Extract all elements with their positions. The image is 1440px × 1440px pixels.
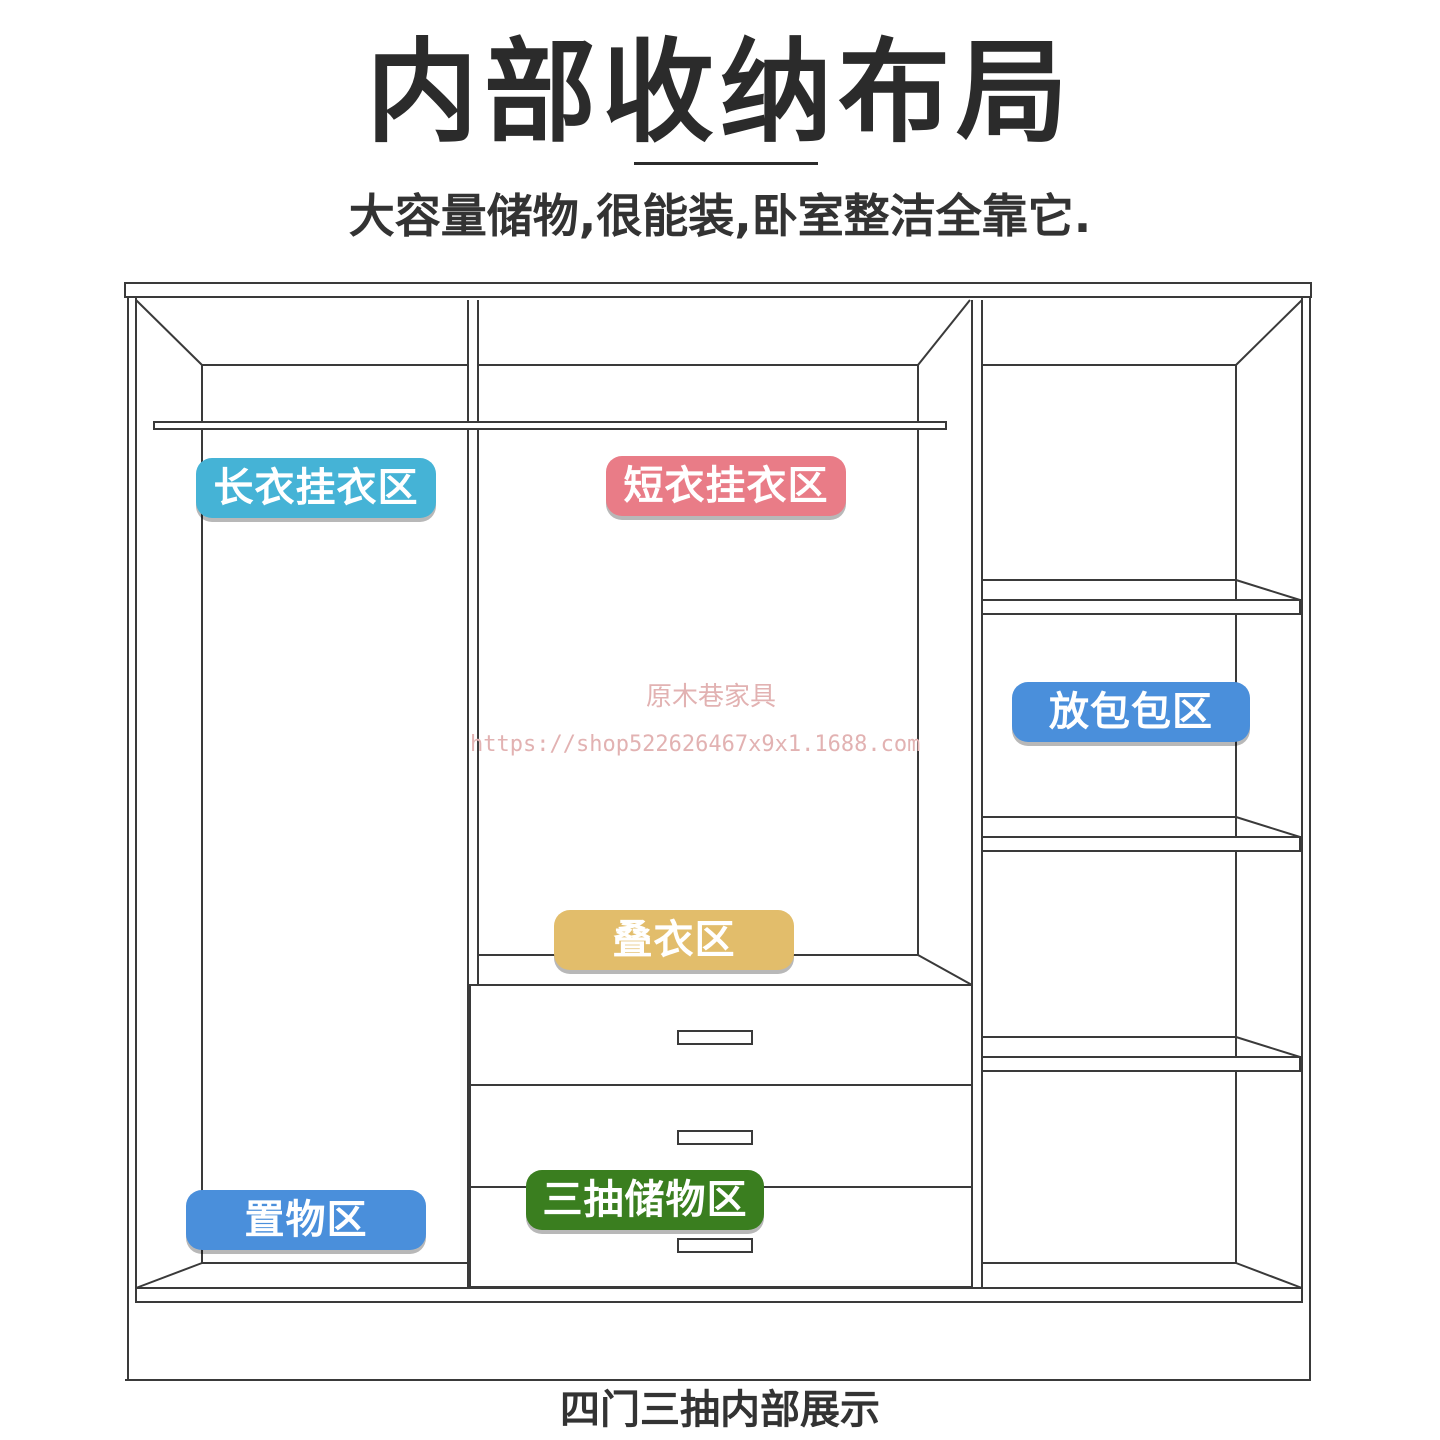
- watermark-url: https://shop522626467x9x1.1688.com: [470, 732, 921, 757]
- drawer-handle-2: [677, 1130, 753, 1145]
- hanging-rod: [153, 421, 947, 430]
- figure-caption: 四门三抽内部展示: [560, 1387, 880, 1433]
- title-underline: [634, 162, 818, 165]
- zone-tag-long-hanging: 长衣挂衣区: [196, 458, 436, 518]
- bottom-board: [135, 1287, 1303, 1303]
- shelf-2: [981, 816, 1301, 852]
- shelf-3: [981, 1036, 1301, 1072]
- zone-tag-folding: 叠衣区: [554, 910, 794, 970]
- shelf-1: [981, 579, 1301, 615]
- zone-tag-storage: 置物区: [186, 1190, 426, 1250]
- top-board: [124, 282, 1312, 298]
- drawer-handle-3: [677, 1238, 753, 1253]
- page-title: 内部收纳布局: [366, 28, 1074, 158]
- zone-tag-short-hanging: 短衣挂衣区: [606, 456, 846, 516]
- zone-tag-bags: 放包包区: [1012, 682, 1250, 742]
- drawer-handle-1: [677, 1030, 753, 1045]
- zone-tag-drawers: 三抽储物区: [526, 1170, 764, 1230]
- watermark-brand: 原木巷家具: [646, 682, 777, 712]
- page-subtitle: 大容量储物,很能装,卧室整洁全靠它.: [348, 189, 1092, 243]
